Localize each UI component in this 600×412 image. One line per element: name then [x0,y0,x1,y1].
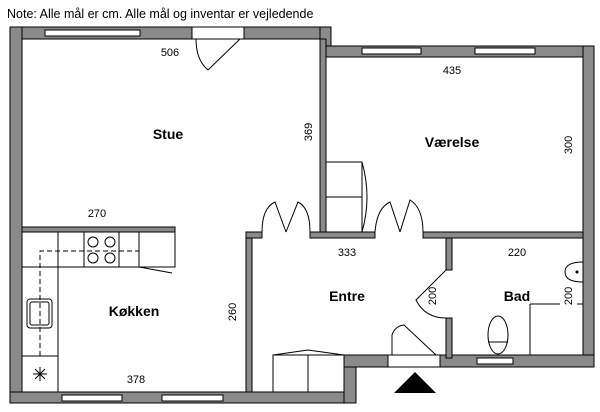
windows [44,29,536,402]
dim-bad-depth: 200 [563,287,575,305]
dim-vaerelse-width: 435 [443,65,461,77]
dim-entre-width: 333 [338,247,356,259]
room-label-entre: Entre [329,288,365,304]
wardrobes [272,161,368,393]
entrance-arrow [394,372,436,393]
doors [191,26,447,368]
room-label-kokken: Køkken [109,303,160,319]
dim-kokken-top: 270 [88,208,106,220]
dim-entre-depth: 200 [427,287,439,305]
room-label-stue: Stue [153,126,184,142]
dim-vaerelse-depth: 300 [563,136,575,154]
dim-stue-width: 506 [161,47,179,59]
room-label-vaerelse: Værelse [425,134,480,150]
dim-bad-width: 220 [508,247,526,259]
note-text: Note: Alle mål er cm. Alle mål og invent… [7,7,314,21]
kitchen-fixtures [21,231,176,393]
dim-kokken-width: 378 [127,374,145,386]
bathroom-fixtures [487,261,584,355]
room-label-bad: Bad [504,288,530,304]
dim-stue-depth: 369 [303,123,315,141]
dim-kokken-depth: 260 [227,303,239,321]
